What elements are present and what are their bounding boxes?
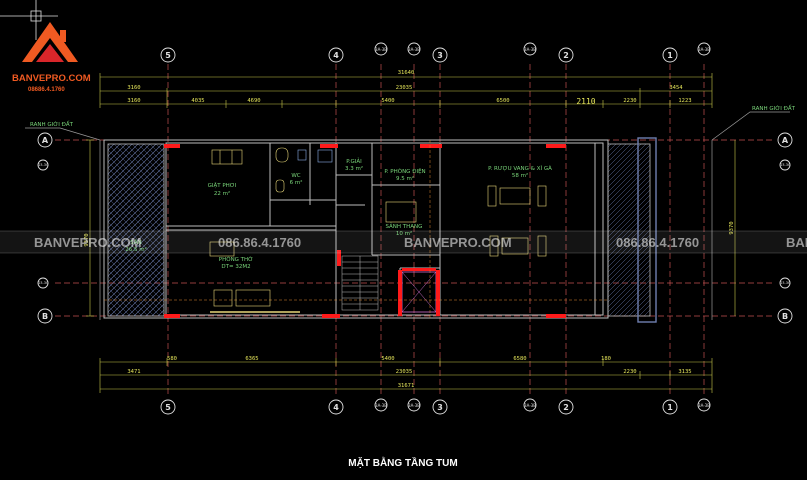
structural-columns bbox=[164, 144, 566, 318]
right-balcony bbox=[607, 143, 651, 317]
boundary-label-right: RANH GIỚI ĐẤT bbox=[752, 104, 796, 112]
axis-label-4-bottom: 4 bbox=[333, 403, 339, 412]
axis-label-b-right: B bbox=[782, 312, 788, 321]
room-name-electric: P. PHÒNG ĐIỆN bbox=[384, 167, 425, 175]
logo-icon bbox=[22, 22, 78, 62]
dim-left-vertical: 9370 bbox=[84, 233, 90, 246]
axis-grid bbox=[55, 64, 775, 394]
dim-top-r3-8: 1223 bbox=[678, 98, 691, 104]
dim-bottom-r1-4: 6580 bbox=[513, 356, 526, 362]
axis-label-a-right: A bbox=[782, 136, 789, 145]
room-name-lobby: SẢNH THANG bbox=[386, 222, 423, 230]
logo-phone: 08686.4.1760 bbox=[28, 87, 65, 93]
axis-subtag-bottom-2: 3A-3B bbox=[408, 403, 420, 408]
watermark-band bbox=[0, 231, 807, 253]
watermark-phone-1: 086.86.4.1760 bbox=[218, 235, 301, 250]
room-name-wc: WC bbox=[291, 173, 300, 179]
room-name-altar: PHÒNG THỜ bbox=[219, 256, 253, 263]
logo-name: BANVEPRO.COM bbox=[12, 73, 91, 84]
dim-bottom-r1-3: 5400 bbox=[381, 356, 394, 362]
axis-label-1-top: 1 bbox=[667, 51, 673, 60]
axis-subtag-top-1: 3A-3B bbox=[375, 47, 387, 52]
axis-label-1-bottom: 1 bbox=[667, 403, 673, 412]
room-area-lobby: 10 m² bbox=[396, 230, 412, 237]
axis-label-2-bottom: 2 bbox=[563, 403, 569, 412]
axis-subtag-top-4: 3A-3B bbox=[698, 47, 710, 52]
dim-top-r3-6: 2110 bbox=[576, 97, 595, 106]
room-name-wine: P. RƯỢU VANG & XÌ GÀ bbox=[488, 165, 552, 172]
room-area-yard: 26.5 m² bbox=[125, 246, 147, 253]
left-terrace bbox=[107, 143, 165, 317]
watermark-cut: BAN bbox=[786, 235, 807, 250]
axis-sidetag-left-2: D3-3C bbox=[38, 281, 49, 285]
axis-label-5-top: 5 bbox=[165, 51, 171, 60]
axis-bubbles-bottom bbox=[160, 398, 711, 415]
axis-label-a-left: A bbox=[42, 136, 49, 145]
room-area-small: 3.3 m² bbox=[345, 165, 363, 172]
dim-bottom-r1-1: 580 bbox=[167, 356, 177, 362]
axis-subtag-top-2: 3A-3B bbox=[408, 47, 420, 52]
dim-bottom-r1-5: 180 bbox=[601, 356, 611, 362]
room-area-wine: 58 m² bbox=[512, 172, 528, 179]
room-area-electric: 9.5 m² bbox=[396, 175, 414, 182]
corner-crosshair bbox=[0, 0, 58, 40]
axis-subtag-bottom-4: 3A-3B bbox=[698, 403, 710, 408]
room-name-small: P.GIẢI bbox=[346, 157, 362, 165]
axis-label-3-top: 3 bbox=[437, 51, 443, 60]
dim-right-vertical: 9370 bbox=[729, 221, 735, 234]
dim-top-r2-1: 3160 bbox=[127, 85, 140, 91]
axis-label-3-bottom: 3 bbox=[437, 403, 443, 412]
axis-bubbles-side bbox=[37, 132, 793, 324]
axis-sidetag-right-2: D3-3C bbox=[780, 281, 791, 285]
dim-bottom-r2-3: 2230 bbox=[623, 369, 636, 375]
dim-top-r3-1: 3160 bbox=[127, 98, 140, 104]
watermark-site-1: BANVEPRO.COM bbox=[34, 235, 142, 250]
walls bbox=[103, 139, 609, 319]
dim-top-r2-2: 23035 bbox=[396, 85, 413, 91]
dim-overall-top: 31640 bbox=[398, 70, 415, 76]
axis-label-b-left: B bbox=[42, 312, 48, 321]
room-area-wc: 6 m² bbox=[290, 179, 303, 186]
dim-bottom-r2-1: 3471 bbox=[127, 369, 140, 375]
dim-top-r3-5: 6500 bbox=[496, 98, 509, 104]
axis-sidetag-left-1: D3-3C bbox=[38, 163, 49, 167]
room-name-yard: SÂN bbox=[130, 239, 141, 246]
dim-top-r3-7: 2230 bbox=[623, 98, 636, 104]
axis-label-2-top: 2 bbox=[563, 51, 569, 60]
dim-top-r3-3: 4690 bbox=[247, 98, 260, 104]
dim-bottom-r2-4: 3135 bbox=[678, 369, 691, 375]
staircase bbox=[341, 255, 379, 311]
land-boundary bbox=[25, 111, 790, 320]
room-area-laundry: 22 m² bbox=[214, 190, 230, 197]
axis-label-5-bottom: 5 bbox=[165, 403, 171, 412]
watermark-site-2: BANVEPRO.COM bbox=[404, 235, 512, 250]
room-name-laundry: GIẶT PHƠI bbox=[208, 182, 237, 189]
drawing-title: MẶT BẰNG TẦNG TUM bbox=[348, 456, 457, 469]
dim-bottom-r2-2: 23035 bbox=[396, 369, 413, 375]
dim-top-r3-2: 4035 bbox=[191, 98, 204, 104]
axis-subtag-bottom-3: 3A-3B bbox=[524, 403, 536, 408]
room-labels: GIẶT PHƠI 22 m² WC 6 m² P.GIẢI 3.3 m² P.… bbox=[125, 157, 552, 270]
furniture bbox=[209, 147, 547, 313]
dimension-lines-bottom bbox=[99, 358, 713, 393]
dimension-lines-top bbox=[99, 73, 713, 108]
boundary-label-left: RANH GIỚI ĐẤT bbox=[30, 120, 74, 128]
dim-overall-bottom: 31671 bbox=[398, 383, 415, 389]
dim-top-r2-3: 3454 bbox=[669, 85, 683, 91]
axis-bubbles-top bbox=[160, 42, 711, 63]
axis-subtag-top-3: 3A-3B bbox=[524, 47, 536, 52]
watermark-phone-2: 086.86.4.1760 bbox=[616, 235, 699, 250]
axis-sidetag-right-1: D3-3C bbox=[780, 163, 791, 167]
dim-bottom-r1-2: 6365 bbox=[245, 356, 258, 362]
room-area-altar: DT= 32M2 bbox=[221, 264, 250, 270]
axis-subtag-bottom-1: 3A-3B bbox=[375, 403, 387, 408]
axis-label-4-top: 4 bbox=[333, 51, 339, 60]
dim-top-r3-4: 5400 bbox=[381, 98, 394, 104]
